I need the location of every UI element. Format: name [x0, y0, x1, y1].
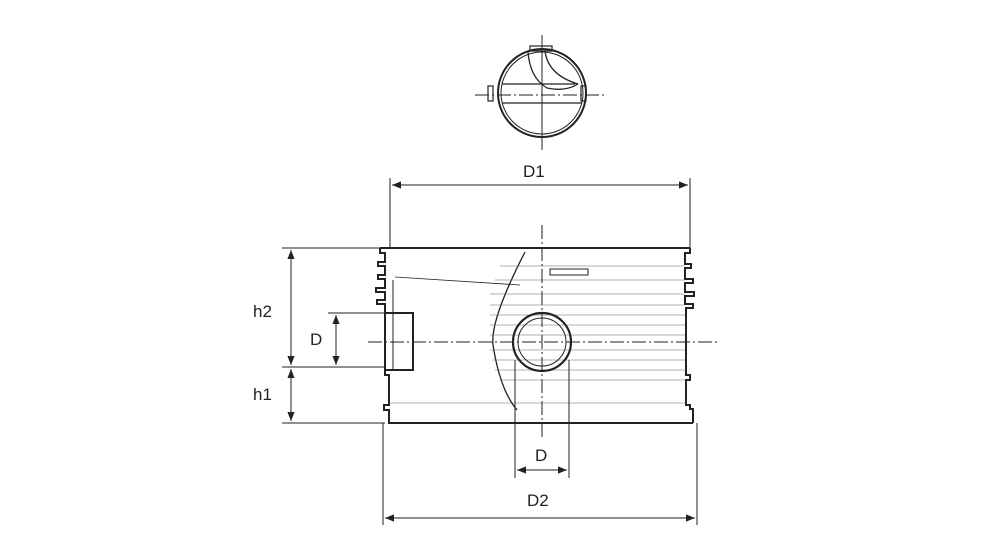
- label-d2: D2: [527, 491, 549, 510]
- label-h2: h2: [253, 302, 272, 321]
- label-d-bottom: D: [535, 446, 547, 465]
- top-view: [475, 35, 605, 150]
- dimensions: [282, 178, 698, 525]
- label-d1: D1: [523, 162, 545, 181]
- label-h1: h1: [253, 385, 272, 404]
- label-d-side: D: [310, 330, 322, 349]
- well-body: [368, 225, 720, 478]
